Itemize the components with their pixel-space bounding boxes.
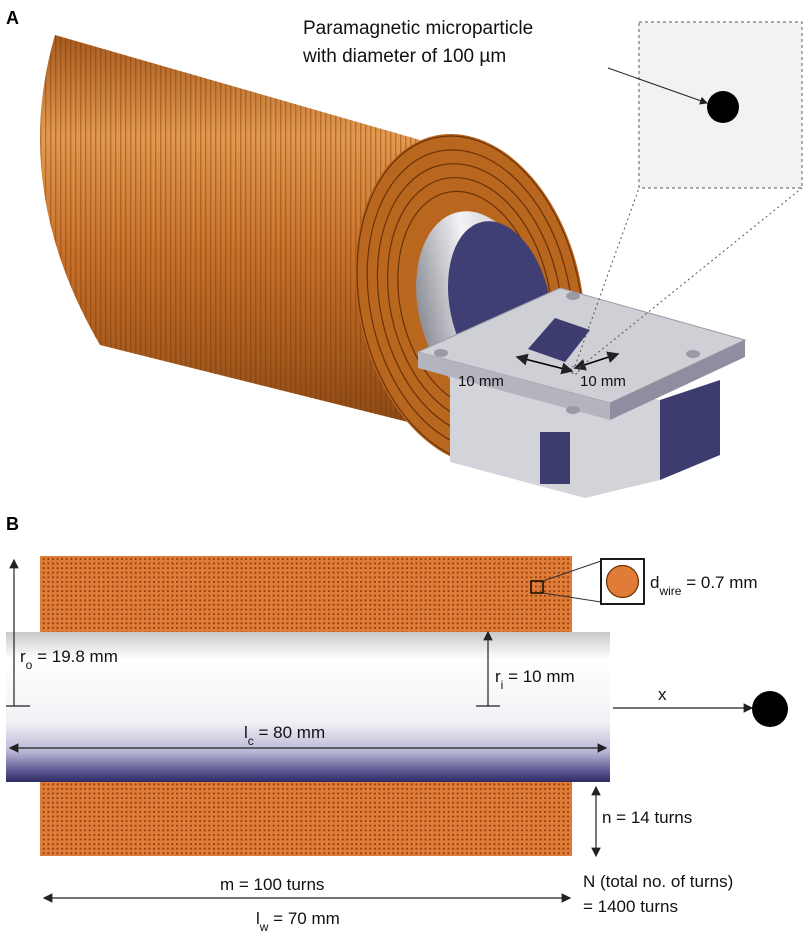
caption-pointer-arrow (607, 67, 708, 105)
core-rod (6, 632, 610, 782)
wire-detail-marker (530, 580, 544, 594)
particle-caption-line1: Paramagnetic microparticle (303, 18, 533, 39)
dimension-arrow-left (515, 353, 574, 375)
dimension-arrow-right (573, 351, 620, 371)
x-label: x (658, 685, 667, 704)
l-c-label: lc = 80 mm (244, 723, 325, 748)
solenoid-3d (40, 35, 585, 466)
dim-left-label: 10 mm (458, 373, 504, 390)
particle-2d (752, 691, 788, 727)
sample-holder (416, 287, 747, 498)
d-wire-label: dwire = 0.7 mm (650, 573, 758, 598)
n-turns-label: n = 14 turns (602, 808, 692, 827)
panel-b-label: B (6, 514, 19, 534)
total-turns-line1: N (total no. of turns) (583, 872, 733, 891)
wire-detail-guide-top (542, 560, 602, 582)
wire-cross-section (605, 564, 640, 599)
r-i-label: ri = 10 mm (495, 667, 575, 692)
particle-zoomed (707, 91, 739, 123)
l-w-label: lw = 70 mm (256, 909, 340, 934)
total-turns-line2: = 1400 turns (583, 897, 678, 916)
m-turns-label: m = 100 turns (220, 875, 324, 894)
particle-caption-line2: with diameter of 100 µm (302, 46, 506, 67)
dim-right-label: 10 mm (580, 373, 626, 390)
zoom-guide-left (574, 187, 640, 367)
wire-detail-guide-bottom (542, 592, 602, 603)
r-o-label: ro = 19.8 mm (20, 647, 118, 672)
panel-a-label: A (6, 8, 19, 28)
